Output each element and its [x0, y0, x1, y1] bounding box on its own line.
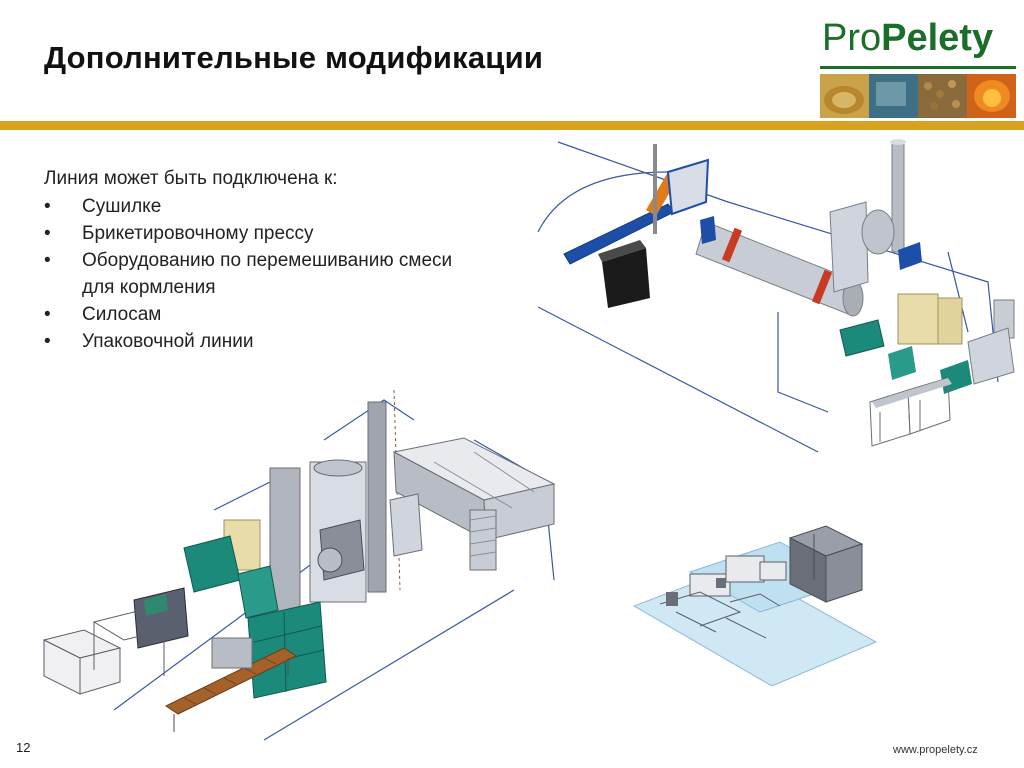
header-rule: [0, 121, 1024, 130]
propelety-logo: ProPelety: [820, 12, 1016, 118]
list-item: • Сушилке: [40, 193, 540, 220]
bullet-dot: •: [44, 304, 51, 325]
bullet-text: для кормления: [82, 277, 216, 298]
list-item: • Оборудованию по перемешиванию смеси: [40, 247, 540, 274]
list-item: • Брикетировочному прессу: [40, 220, 540, 247]
bullet-list: • Сушилке • Брикетировочному прессу • Обору…: [40, 193, 540, 355]
list-item: • Упаковочной линии: [40, 328, 540, 355]
bullet-dot: •: [44, 196, 51, 217]
intro-text: Линия может быть подключена к:: [44, 168, 338, 189]
bullet-text: Силосам: [82, 304, 162, 325]
list-item-continuation: для кормления: [40, 274, 540, 301]
bullet-dot: •: [44, 250, 51, 271]
packing-line-illustration: [632, 525, 878, 687]
bullet-dot: •: [44, 331, 51, 352]
pellet-plant-illustration: [42, 389, 556, 741]
bullet-text: Брикетировочному прессу: [82, 223, 314, 244]
logo-brand-pelety: Pelety: [881, 17, 994, 59]
logo-text: ProPelety: [822, 18, 993, 58]
bullet-text: Оборудованию по перемешиванию смеси: [82, 250, 453, 271]
logo-brand-pro: Pro: [822, 17, 882, 59]
logo-underline: [820, 66, 1016, 69]
slide-title: Дополнительные модификации: [44, 40, 544, 75]
drying-line-illustration: [537, 139, 1015, 453]
logo-photo-strip: [820, 74, 1016, 118]
list-item: • Силосам: [40, 301, 540, 328]
bullet-text: Сушилке: [82, 196, 162, 217]
footer-url[interactable]: www.propelety.cz: [893, 744, 978, 756]
bullet-dot: •: [44, 223, 51, 244]
page-number: 12: [16, 740, 31, 755]
bullet-text: Упаковочной линии: [82, 331, 254, 352]
